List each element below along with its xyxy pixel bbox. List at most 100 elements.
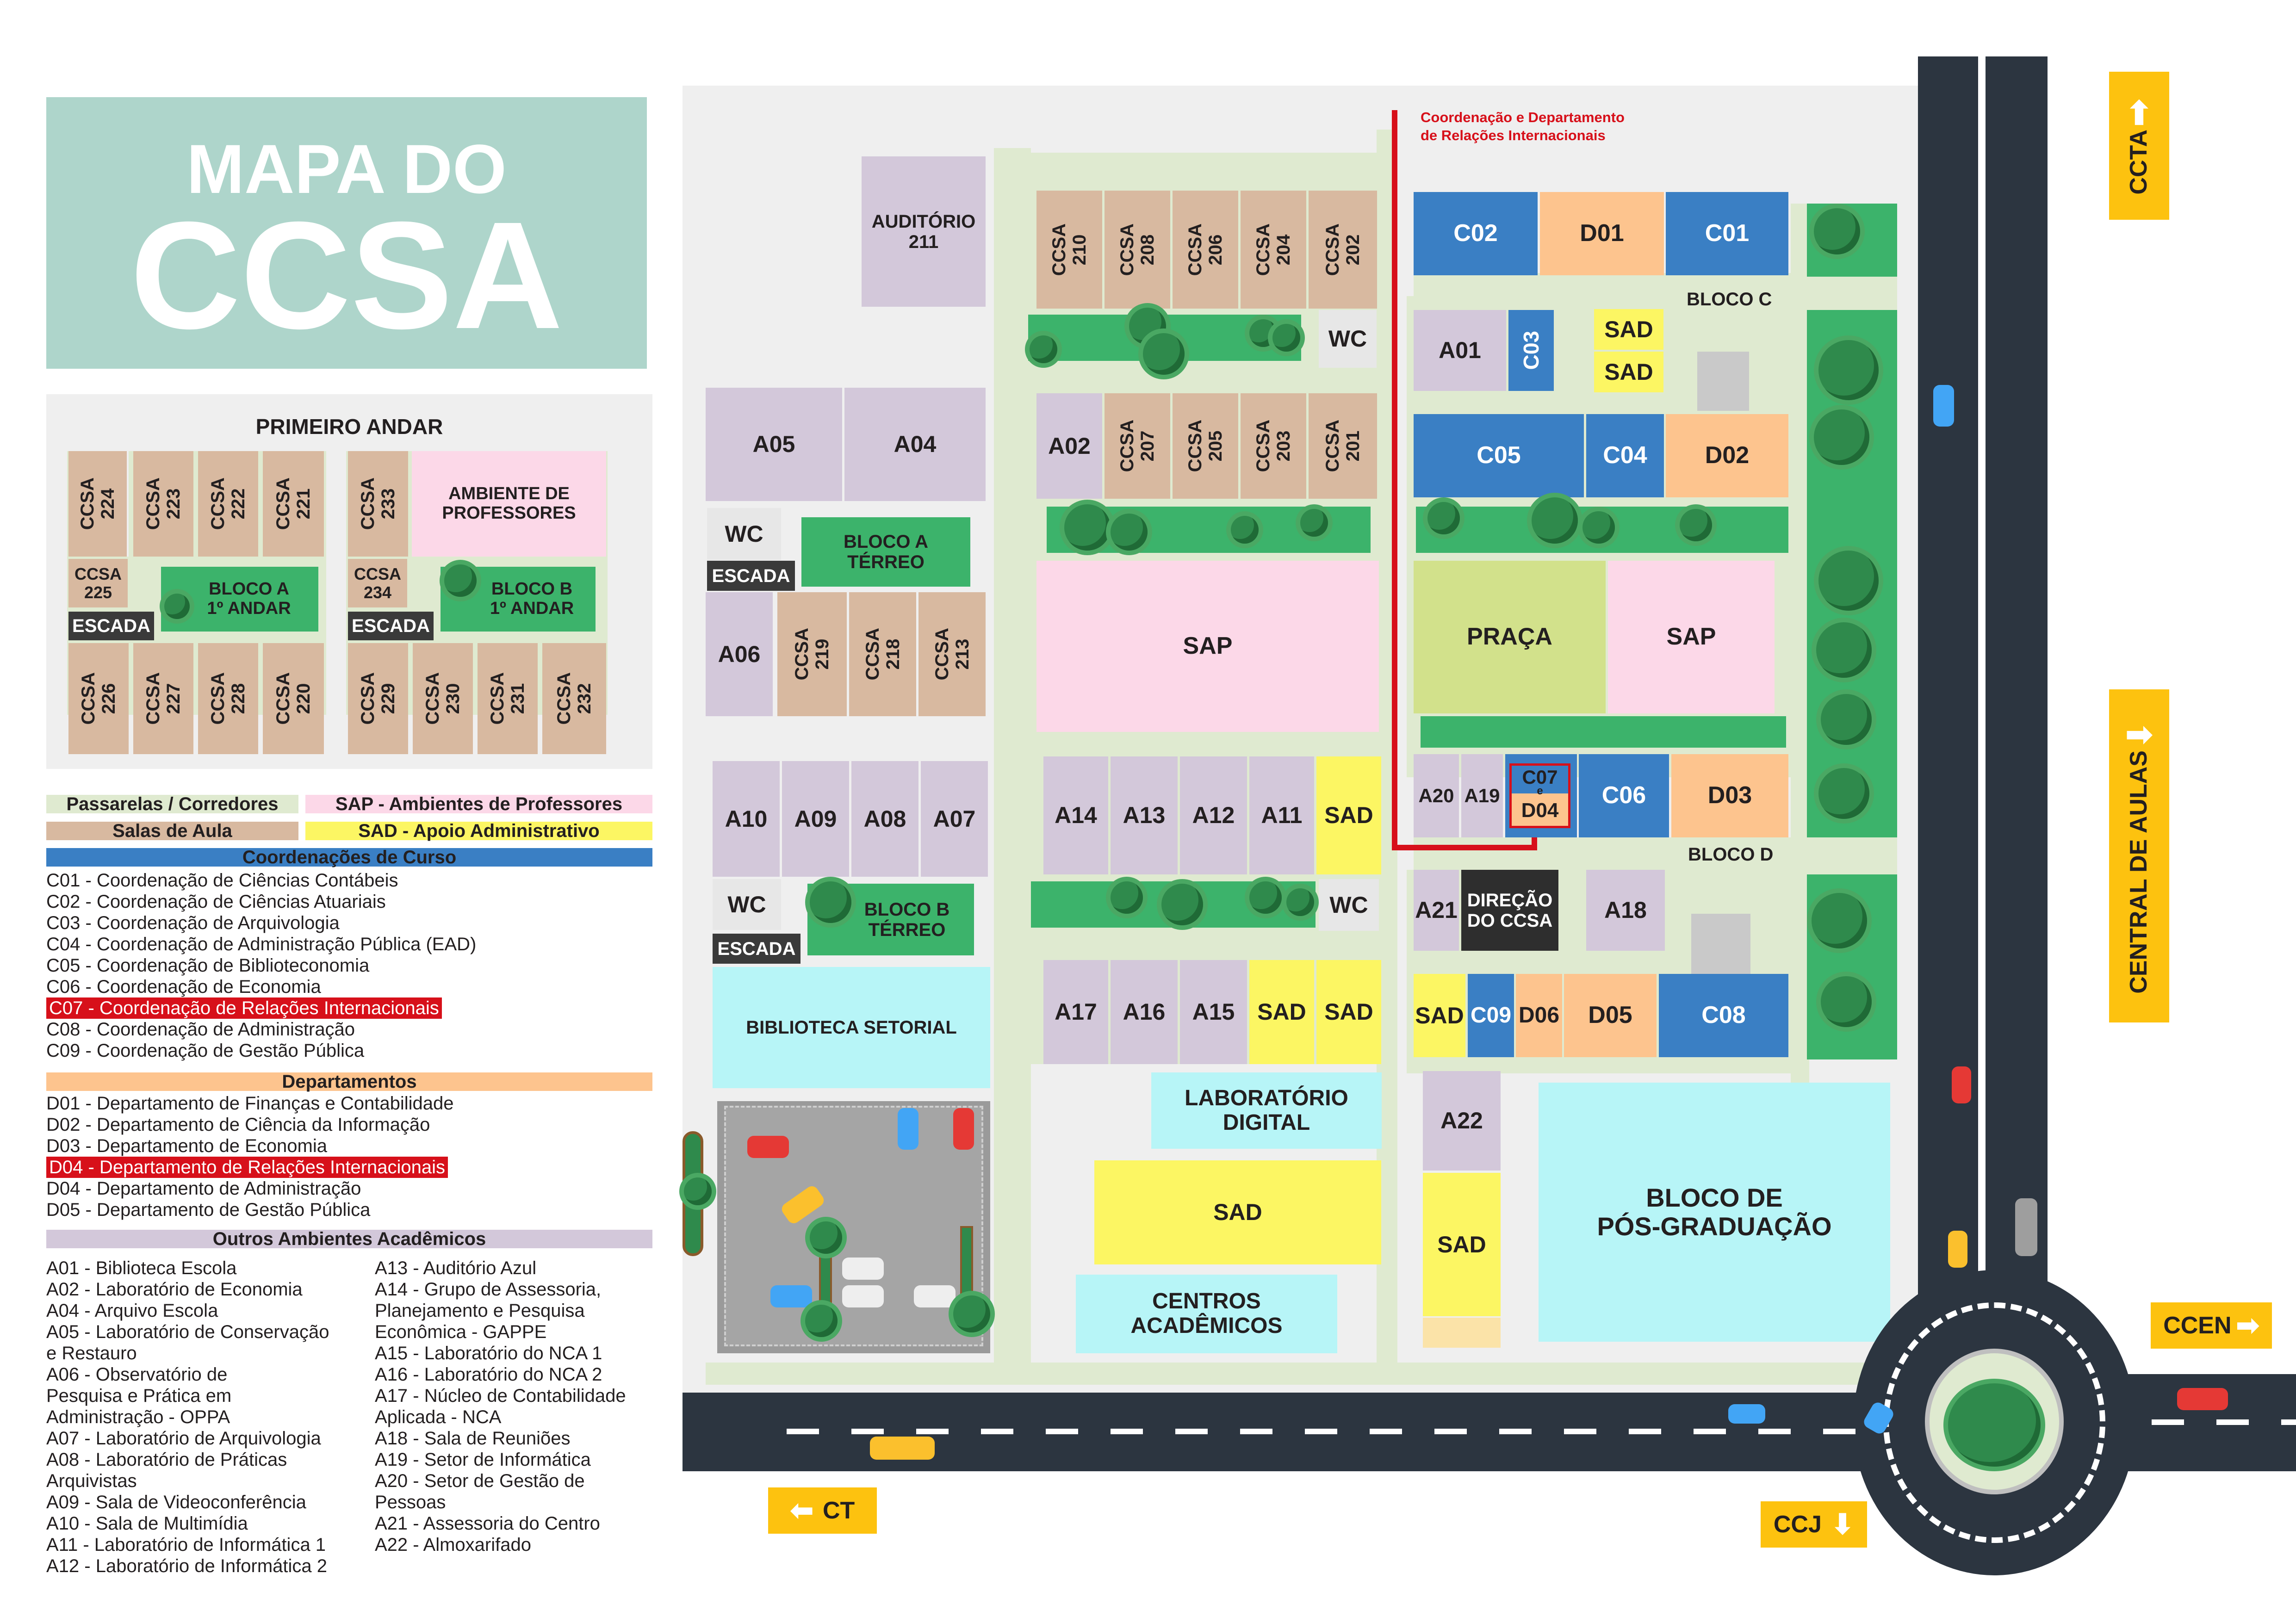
legend-item: C05 - Coordenação de Biblioteconomia xyxy=(46,955,370,976)
tree xyxy=(1272,324,1300,352)
route-line xyxy=(1392,845,1536,850)
legend-item: Pessoas xyxy=(375,1492,446,1512)
legend-item: A16 - Laboratório do NCA 2 xyxy=(375,1364,602,1385)
tree xyxy=(1111,514,1148,551)
walkway xyxy=(1414,837,1897,874)
tree xyxy=(1532,497,1578,544)
tree xyxy=(1231,516,1259,544)
tree xyxy=(1814,208,1860,254)
praca: PRAÇA xyxy=(1414,561,1606,713)
road-dash xyxy=(1046,1429,1078,1434)
dept-d06: D06 xyxy=(1516,974,1562,1057)
classroom: CCSA 220 xyxy=(263,643,324,754)
classroom: CCSA 234 xyxy=(348,559,407,607)
classroom: CCSA 219 xyxy=(777,592,847,716)
tree xyxy=(1064,504,1111,551)
road-dash xyxy=(1758,1429,1791,1434)
legend-item: Planejamento e Pesquisa xyxy=(375,1301,585,1321)
legend-item: A18 - Sala de Reuniões xyxy=(375,1428,571,1449)
title-line1: MAPA DO xyxy=(186,130,507,208)
car xyxy=(770,1285,812,1307)
sign-central-de-aulas: ➡ CENTRAL DE AULAS xyxy=(2109,689,2169,1022)
arrow-right-icon: ➡ xyxy=(2236,1310,2259,1341)
sad: SAD xyxy=(1594,352,1663,392)
sad: SAD xyxy=(1316,960,1381,1064)
legend-item: Arquivistas xyxy=(46,1471,137,1491)
legend-item: A01 - Biblioteca Escola xyxy=(46,1258,237,1278)
room-a11: A11 xyxy=(1249,756,1314,874)
structure xyxy=(1697,352,1749,411)
coord-c02: C02 xyxy=(1414,192,1538,275)
room-a05: A05 xyxy=(706,388,842,501)
road-dash xyxy=(851,1429,884,1434)
road-dash xyxy=(1175,1429,1208,1434)
arrow-left-icon: ⬅ xyxy=(790,1495,813,1526)
room-a17: A17 xyxy=(1043,960,1108,1064)
legend-item: A22 - Almoxarifado xyxy=(375,1535,531,1555)
sign-ccta: ⬆ CCTA xyxy=(2109,72,2169,220)
walkway xyxy=(706,1363,1890,1385)
tree xyxy=(1300,509,1328,537)
tree xyxy=(810,1221,842,1254)
sap: SAP xyxy=(1608,561,1775,713)
room-a14: A14 xyxy=(1043,756,1108,874)
room-a02: A02 xyxy=(1036,393,1102,499)
car xyxy=(2015,1198,2037,1256)
road-dash xyxy=(787,1429,819,1434)
room-a12: A12 xyxy=(1180,756,1247,874)
classroom: CCSA 201 xyxy=(1309,393,1377,499)
legend-item: A21 - Assessoria do Centro xyxy=(375,1513,600,1534)
legend-item: A15 - Laboratório do NCA 1 xyxy=(375,1343,602,1363)
tree xyxy=(1286,888,1314,916)
classroom: CCSA 218 xyxy=(849,592,916,716)
dept-d01: D01 xyxy=(1540,192,1664,275)
tree xyxy=(1030,335,1057,363)
tree xyxy=(1948,1383,2041,1467)
road-dash xyxy=(2152,1419,2184,1425)
room-a04: A04 xyxy=(844,388,986,501)
road-dash xyxy=(1434,1429,1467,1434)
classroom: CCSA 208 xyxy=(1105,191,1170,309)
legend-item: C09 - Coordenação de Gestão Pública xyxy=(46,1041,365,1061)
sad: SAD xyxy=(1094,1160,1381,1264)
legend-sad: SAD - Apoio Administrativo xyxy=(305,821,652,841)
car xyxy=(1952,1066,1971,1103)
sign-ccen: CCEN ➡ xyxy=(2151,1302,2272,1349)
legend-item: e Restauro xyxy=(46,1343,137,1363)
wc: WC xyxy=(707,508,781,560)
arrow-up-icon: ⬆ xyxy=(2125,95,2153,131)
wc: WC xyxy=(1319,310,1377,368)
classroom: CCSA 227 xyxy=(133,643,193,754)
road-dash xyxy=(1240,1429,1272,1434)
room-a07: A07 xyxy=(921,761,988,877)
classroom: CCSA 228 xyxy=(198,643,258,754)
c07-label: C07 xyxy=(1522,766,1558,788)
structure xyxy=(1691,914,1750,974)
road-dash xyxy=(1305,1429,1337,1434)
dept-d03: D03 xyxy=(1671,754,1788,837)
classroom: CCSA 229 xyxy=(348,643,408,754)
dept-d02: D02 xyxy=(1666,414,1788,497)
wc: WC xyxy=(713,879,781,930)
title-line2: CCSA xyxy=(130,190,563,360)
escada: ESCADA xyxy=(707,561,795,591)
classroom: CCSA 223 xyxy=(133,451,193,557)
room-a18: A18 xyxy=(1586,870,1665,951)
road-dash xyxy=(1629,1429,1661,1434)
classroom: CCSA 233 xyxy=(348,451,408,557)
legend-item: A17 - Núcleo de Contabilidade xyxy=(375,1386,626,1406)
legend-item: C02 - Coordenação de Ciências Atuariais xyxy=(46,892,386,912)
road-dash xyxy=(2216,1419,2249,1425)
classroom: CCSA 202 xyxy=(1309,191,1377,309)
car xyxy=(914,1285,956,1307)
walkway xyxy=(994,148,1031,1369)
room-a19: A19 xyxy=(1461,754,1503,837)
room-a13: A13 xyxy=(1111,756,1178,874)
legend-item: D04 - Departamento de Relações Internaci… xyxy=(46,1157,448,1178)
road-dash xyxy=(2281,1419,2296,1425)
tree xyxy=(1821,694,1872,745)
bloco-c-label: BLOCO C xyxy=(1687,289,1772,310)
laboratorio-digital: LABORATÓRIO DIGITAL xyxy=(1151,1072,1382,1149)
road-dash xyxy=(916,1429,949,1434)
road-dash xyxy=(1564,1429,1596,1434)
